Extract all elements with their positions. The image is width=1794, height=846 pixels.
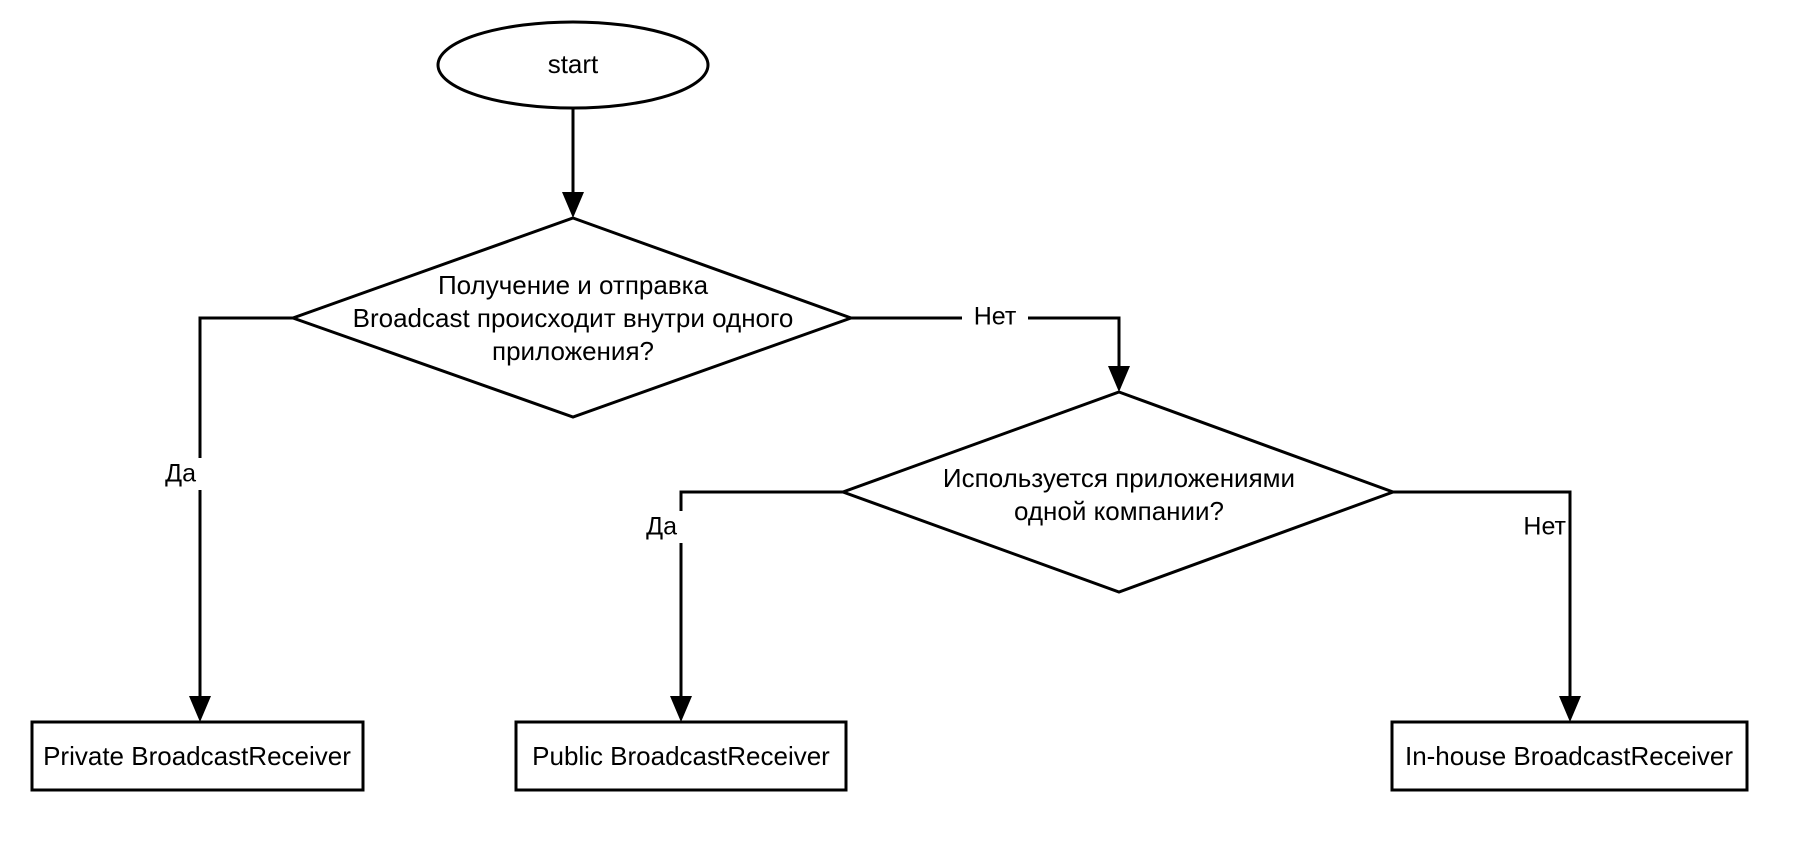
edge-line-d2-no bbox=[1393, 490, 1572, 704]
edge-label-d1-yes-backdrop bbox=[166, 458, 214, 490]
edge-label-decision1-no: Нет bbox=[974, 303, 1017, 331]
start-ellipse-shape bbox=[436, 20, 710, 110]
inhouse-box-label: In-house BroadcastReceiver bbox=[1405, 741, 1733, 771]
edge-label-decision1-yes-group: Да bbox=[165, 458, 214, 490]
node-private-broadcastreceiver[interactable]: Private BroadcastReceiver bbox=[30, 720, 365, 792]
edge-label-decision2-no: Нет bbox=[1523, 513, 1566, 541]
arrow-head-d2-yes bbox=[670, 696, 692, 722]
edge-label-decision1-yes: Да bbox=[165, 460, 196, 488]
edge-label-decision2-no-group: Нет bbox=[1504, 511, 1567, 543]
edge-label-d2-no-backdrop bbox=[1504, 511, 1566, 543]
edge-decision1-yes bbox=[189, 316, 293, 722]
public-box-shape bbox=[514, 720, 848, 792]
edge-decision1-no bbox=[851, 316, 1130, 392]
edge-label-decision1-no-group: Нет bbox=[962, 303, 1028, 333]
edge-label-decision2-yes: Да bbox=[646, 513, 677, 541]
decision2-label-line1: Используется приложениями bbox=[943, 463, 1295, 493]
edge-decision2-yes bbox=[670, 490, 843, 722]
start-label: start bbox=[548, 49, 599, 79]
node-decision-same-company[interactable]: Используется приложениями одной компании… bbox=[838, 390, 1398, 594]
decision2-diamond-shape bbox=[838, 390, 1398, 594]
private-box-label: Private BroadcastReceiver bbox=[43, 741, 351, 771]
decision1-label-line2: Broadcast происходит внутри одного bbox=[353, 303, 794, 333]
arrow-head-start-d1 bbox=[562, 192, 584, 218]
inhouse-box-shape bbox=[1390, 720, 1749, 792]
node-start[interactable]: start bbox=[436, 20, 710, 110]
decision1-label-line1: Получение и отправка bbox=[438, 270, 709, 300]
edge-line-d1-yes bbox=[198, 316, 293, 704]
private-box-shape bbox=[30, 720, 365, 792]
node-decision-same-app[interactable]: Получение и отправка Broadcast происходи… bbox=[288, 216, 856, 419]
edge-start-to-decision1 bbox=[562, 92, 584, 218]
edge-line-d2-yes bbox=[679, 490, 843, 704]
edge-line-d1-no bbox=[851, 316, 1121, 374]
decision1-label-line3: приложения? bbox=[492, 336, 654, 366]
edge-decision2-no bbox=[1393, 490, 1581, 722]
decision2-label-line2: одной компании? bbox=[1014, 496, 1224, 526]
arrow-head-d1-no bbox=[1108, 366, 1130, 392]
edge-label-d2-yes-backdrop bbox=[647, 511, 695, 543]
public-box-label: Public BroadcastReceiver bbox=[532, 741, 830, 771]
edge-label-decision2-yes-group: Да bbox=[646, 511, 695, 543]
arrow-head-d1-yes bbox=[189, 696, 211, 722]
decision1-diamond-shape bbox=[288, 216, 856, 419]
node-public-broadcastreceiver[interactable]: Public BroadcastReceiver bbox=[514, 720, 848, 792]
node-inhouse-broadcastreceiver[interactable]: In-house BroadcastReceiver bbox=[1390, 720, 1749, 792]
arrow-head-d2-no bbox=[1559, 696, 1581, 722]
edge-label-d1-no-backdrop bbox=[962, 303, 1028, 333]
